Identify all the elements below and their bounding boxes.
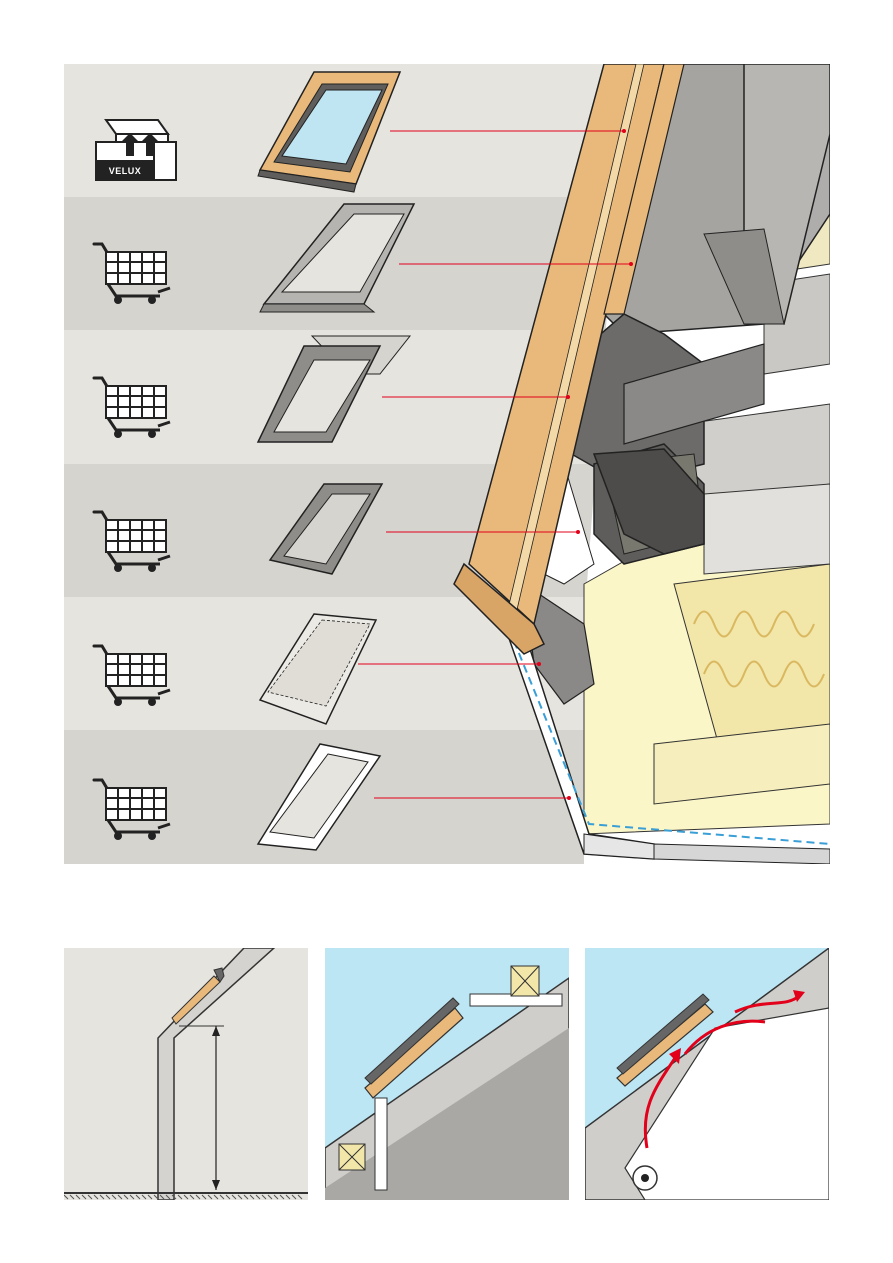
panel-height-measurement [64, 948, 308, 1200]
box-brand-label: VELUX [109, 166, 142, 176]
spirit-level-vertical [375, 1098, 387, 1190]
panel-airflow [585, 948, 829, 1200]
panel-level-check [325, 948, 569, 1200]
installation-step-panels [0, 948, 893, 1200]
installation-exploded-view: VELUX [64, 64, 830, 864]
